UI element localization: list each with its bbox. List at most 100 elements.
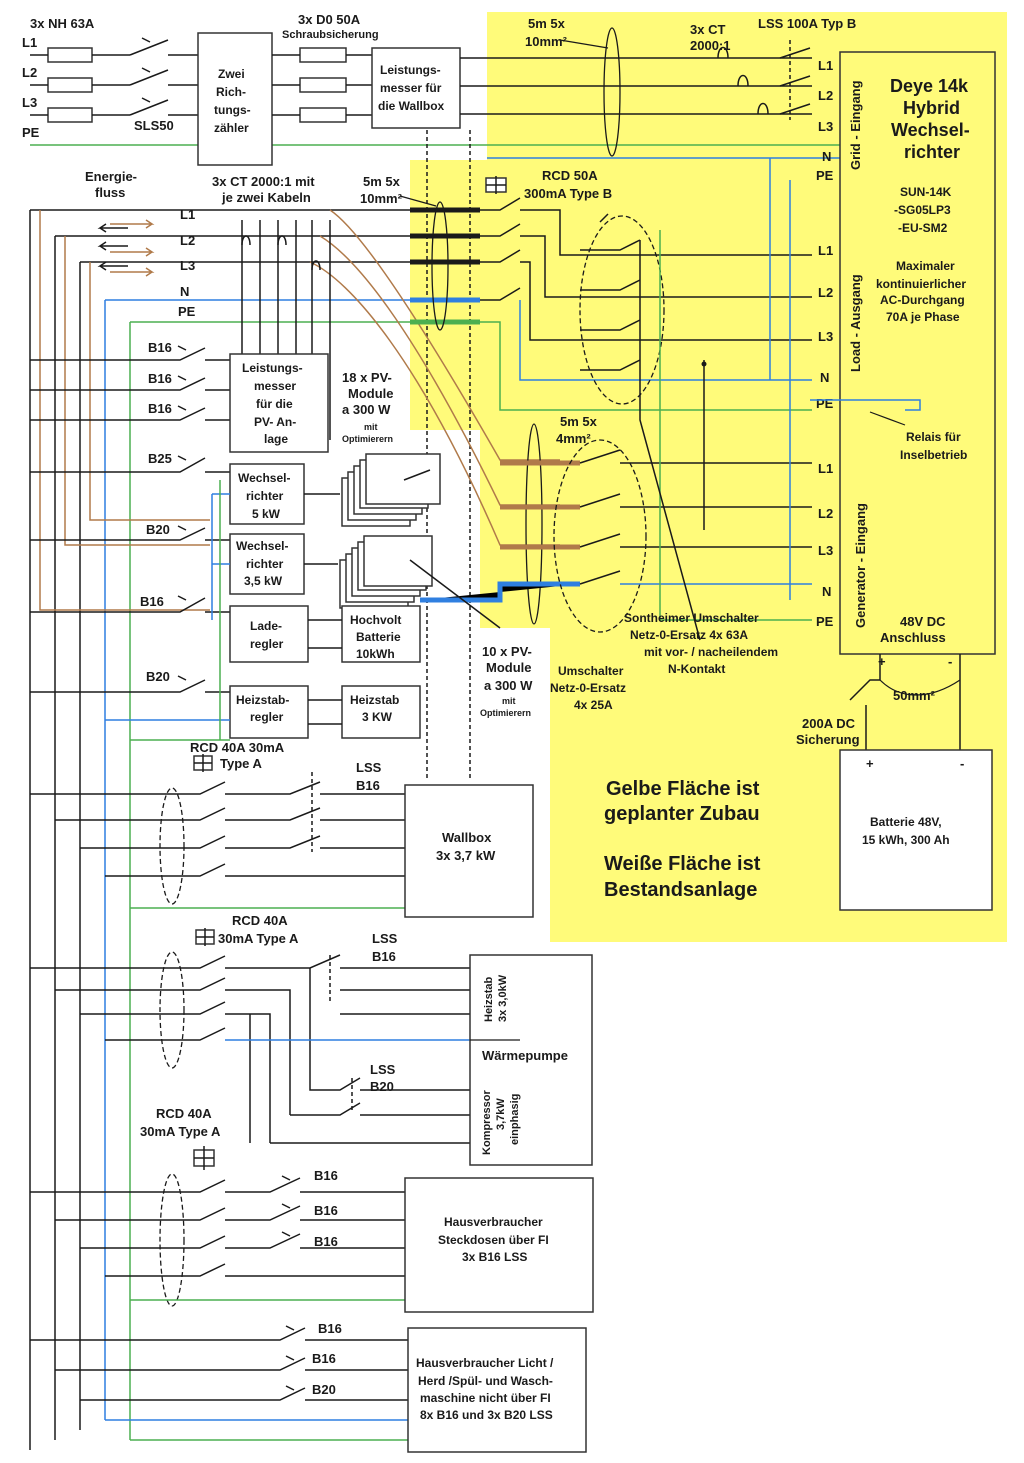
heater	[341, 685, 421, 739]
svg-text:Optimierern: Optimierern	[480, 708, 531, 718]
svg-text:Rich-: Rich-	[216, 85, 246, 99]
svg-text:L3: L3	[818, 119, 833, 134]
svg-text:B16: B16	[372, 949, 396, 964]
svg-text:messer: messer	[254, 379, 296, 393]
svg-text:B16: B16	[314, 1203, 338, 1218]
svg-text:messer für: messer für	[380, 81, 442, 95]
svg-text:regler: regler	[250, 710, 284, 724]
svg-text:B20: B20	[370, 1079, 394, 1094]
svg-text:N: N	[822, 584, 831, 599]
svg-text:3x B16 LSS: 3x B16 LSS	[462, 1250, 527, 1264]
nh-fuse	[47, 47, 93, 63]
svg-text:a 300 W: a 300 W	[484, 678, 533, 693]
svg-text:Wärmepumpe: Wärmepumpe	[482, 1048, 568, 1063]
svg-text:10mm²: 10mm²	[360, 191, 403, 206]
svg-text:L2: L2	[818, 506, 833, 521]
svg-text:B16: B16	[356, 778, 380, 793]
svg-text:Module: Module	[486, 660, 532, 675]
svg-text:Heizstab-: Heizstab-	[236, 693, 289, 707]
heater-controller	[229, 685, 309, 739]
svg-text:B16: B16	[314, 1168, 338, 1183]
svg-text:RCD 40A: RCD 40A	[156, 1106, 212, 1121]
heat-pump	[469, 954, 593, 1166]
svg-text:Wallbox: Wallbox	[442, 830, 492, 845]
d0-fuse	[299, 47, 347, 63]
wallbox	[404, 784, 534, 918]
charge-controller	[229, 605, 309, 663]
svg-text:Hybrid: Hybrid	[903, 98, 960, 118]
svg-text:PE: PE	[178, 304, 196, 319]
svg-text:Wechsel-: Wechsel-	[236, 539, 288, 553]
svg-text:N-Kontakt: N-Kontakt	[668, 662, 725, 676]
svg-text:200A DC: 200A DC	[802, 716, 856, 731]
svg-text:Heizstab: Heizstab	[483, 976, 495, 1022]
svg-text:B16: B16	[148, 340, 172, 355]
svg-text:Lade-: Lade-	[250, 619, 282, 633]
household-sockets	[404, 1177, 594, 1313]
svg-text:B16: B16	[140, 594, 164, 609]
svg-text:Batterie: Batterie	[356, 630, 401, 644]
svg-text:B20: B20	[312, 1382, 336, 1397]
svg-text:18 x PV-: 18 x PV-	[342, 370, 392, 385]
svg-text:L2: L2	[818, 88, 833, 103]
svg-text:PV- An-: PV- An-	[254, 415, 296, 429]
svg-text:4mm²: 4mm²	[556, 431, 591, 446]
svg-text:2000:1: 2000:1	[690, 38, 730, 53]
wallbox-meter	[371, 47, 461, 129]
battery-48v	[839, 749, 993, 911]
svg-text:Zwei: Zwei	[218, 67, 245, 81]
svg-text:mit: mit	[364, 422, 378, 432]
nh-fuse	[47, 107, 93, 123]
svg-text:mit vor- / nacheilendem: mit vor- / nacheilendem	[644, 645, 778, 659]
svg-text:300mA Type B: 300mA Type B	[524, 186, 612, 201]
heatpump-section: RCD 40A 30mA Type A LSS B16 LSS B20 Heiz…	[30, 913, 593, 1166]
svg-text:Schraubsicherung: Schraubsicherung	[282, 29, 379, 41]
svg-text:3,7kW: 3,7kW	[495, 1098, 507, 1130]
svg-text:3 KW: 3 KW	[362, 710, 393, 724]
svg-text:Type A: Type A	[220, 756, 263, 771]
svg-text:LSS: LSS	[356, 760, 382, 775]
l1-label: L1	[22, 35, 37, 50]
svg-text:zähler: zähler	[214, 121, 249, 135]
svg-text:SUN-14K: SUN-14K	[900, 185, 952, 199]
svg-text:B16: B16	[314, 1234, 338, 1249]
svg-text:B20: B20	[146, 669, 170, 684]
svg-text:LSS: LSS	[370, 1062, 396, 1077]
bidirectional-meter	[197, 32, 273, 166]
svg-text:Steckdosen über FI: Steckdosen über FI	[438, 1233, 549, 1247]
svg-text:RCD 40A 30mA: RCD 40A 30mA	[190, 740, 285, 755]
svg-text:fluss: fluss	[95, 185, 125, 200]
svg-text:5m 5x: 5m 5x	[528, 16, 566, 31]
pe-label: PE	[22, 125, 40, 140]
svg-text:Inselbetrieb: Inselbetrieb	[900, 448, 967, 462]
svg-text:4x 25A: 4x 25A	[574, 698, 613, 712]
svg-text:Deye 14k: Deye 14k	[890, 76, 969, 96]
svg-text:Grid - Eingang: Grid - Eingang	[848, 80, 863, 170]
svg-text:B16: B16	[318, 1321, 342, 1336]
svg-text:Kompressor: Kompressor	[481, 1089, 493, 1155]
svg-text:5m 5x: 5m 5x	[560, 414, 598, 429]
dc-battery-section: + - 50mm² 200A DC Sicherung + - Batterie…	[796, 654, 993, 911]
svg-text:je zwei Kabeln: je zwei Kabeln	[221, 190, 311, 205]
svg-text:Hochvolt: Hochvolt	[350, 613, 401, 627]
svg-text:LSS: LSS	[372, 931, 398, 946]
svg-text:RCD 50A: RCD 50A	[542, 168, 598, 183]
svg-text:30mA Type A: 30mA Type A	[140, 1124, 221, 1139]
svg-text:Optimierern: Optimierern	[342, 434, 393, 444]
svg-text:Sontheimer Umschalter: Sontheimer Umschalter	[624, 611, 759, 625]
svg-text:15 kWh, 300 Ah: 15 kWh, 300 Ah	[862, 833, 950, 847]
pv-module-stack-10	[339, 535, 433, 609]
svg-text:B16: B16	[148, 401, 172, 416]
svg-text:N: N	[822, 149, 831, 164]
svg-text:Netz-0-Ersatz: Netz-0-Ersatz	[550, 681, 626, 695]
household-direct-section: B16 B16 B20 Hausverbraucher Licht / Herd…	[30, 1321, 587, 1453]
svg-text:3x CT 2000:1 mit: 3x CT 2000:1 mit	[212, 174, 315, 189]
svg-text:Relais für: Relais für	[906, 430, 961, 444]
svg-text:3x CT: 3x CT	[690, 22, 725, 37]
svg-text:für die: für die	[256, 397, 293, 411]
svg-text:Generator - Eingang: Generator - Eingang	[853, 503, 868, 628]
svg-text:30mA Type A: 30mA Type A	[218, 931, 299, 946]
svg-text:L3: L3	[180, 258, 195, 273]
svg-text:3,5 kW: 3,5 kW	[244, 574, 283, 588]
svg-text:richter: richter	[904, 142, 960, 162]
